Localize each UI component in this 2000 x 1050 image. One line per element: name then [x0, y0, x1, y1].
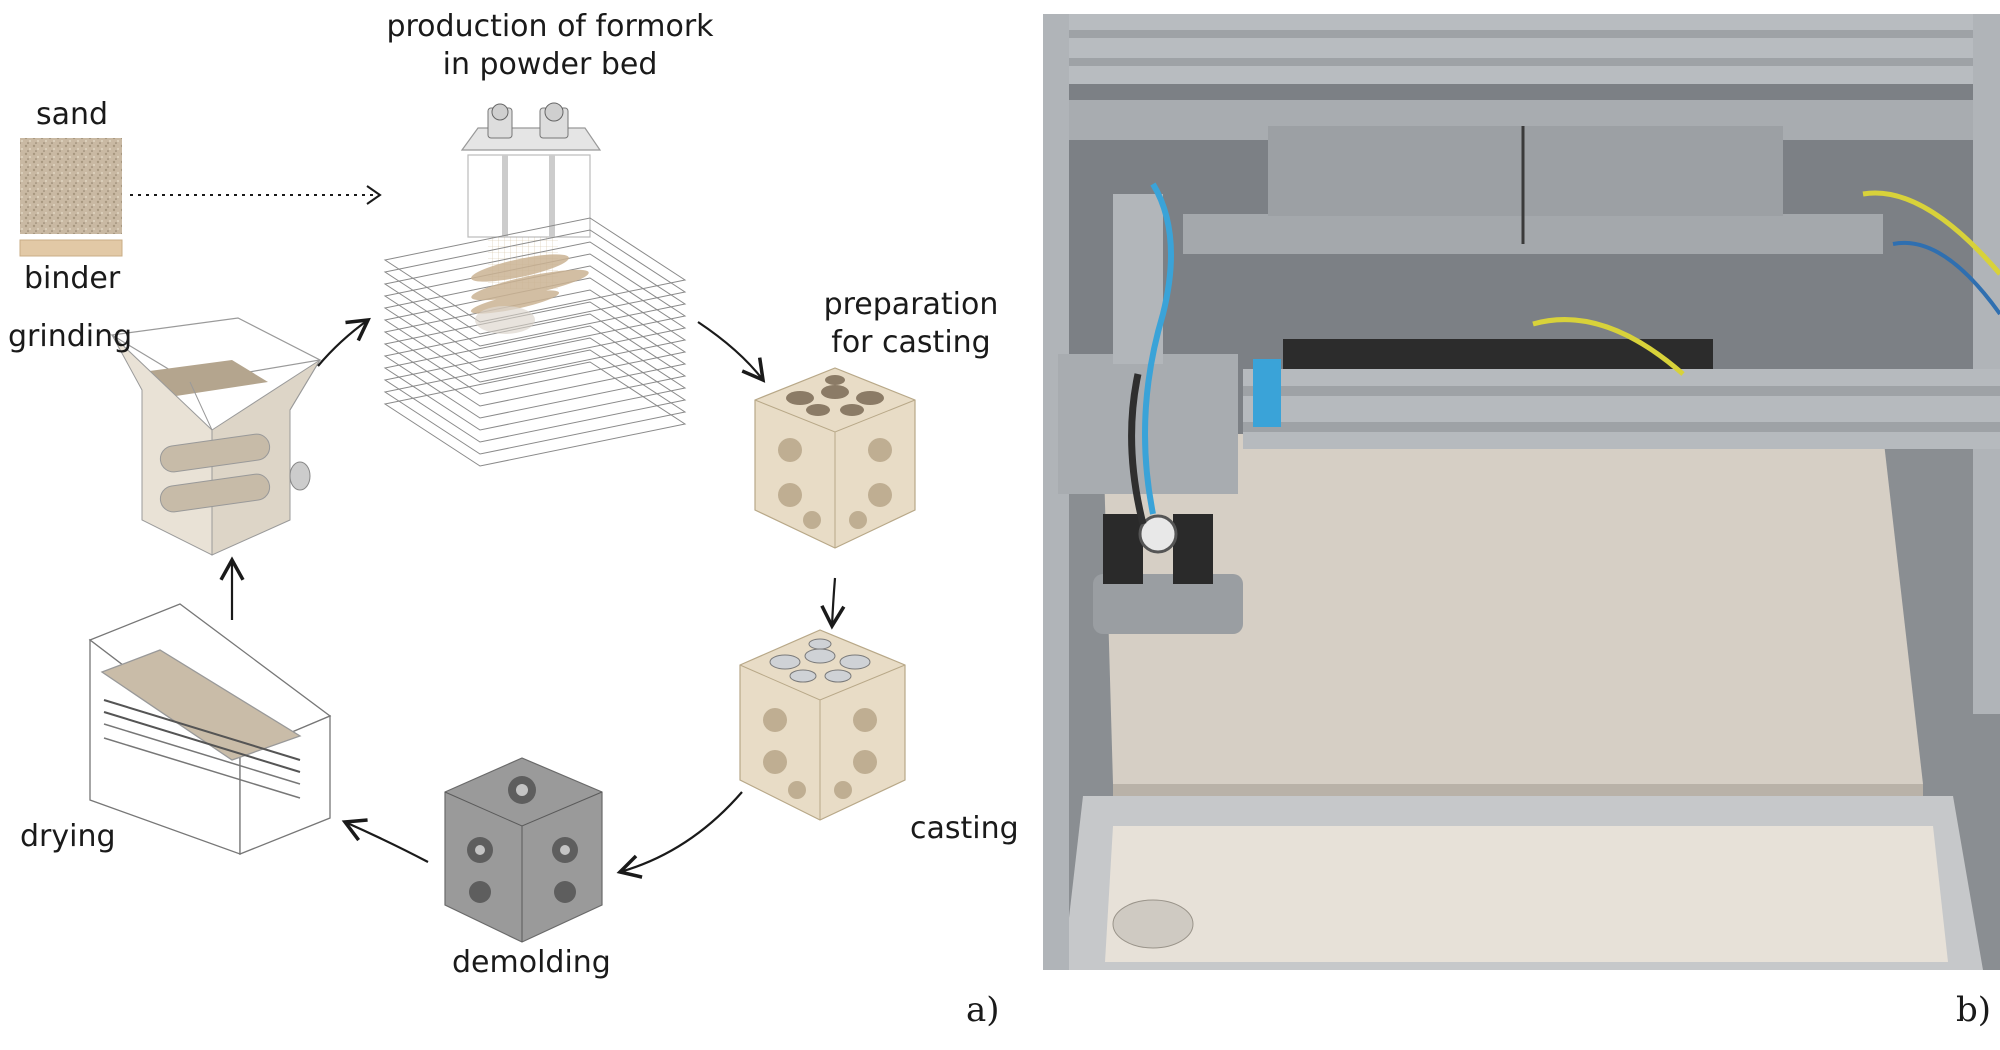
- printer-photo: [1043, 14, 2000, 970]
- gantry-beam: [1243, 369, 2000, 449]
- arrow-to-drying: [341, 818, 429, 863]
- demolded-cube: [444, 757, 603, 943]
- sand-swatch: [20, 138, 122, 234]
- cable-chain: [1283, 339, 1713, 369]
- label-sand: sand: [36, 97, 109, 132]
- top-frame: [1043, 14, 2000, 84]
- label-grinding: grinding: [8, 319, 133, 354]
- label-drying: drying: [20, 819, 116, 854]
- panel-letter-a: a): [966, 990, 1000, 1030]
- blue-cable: [1142, 182, 1174, 515]
- title-production-line1: production of formork: [386, 9, 714, 44]
- arrow-to-print: [317, 317, 371, 367]
- yellow-cable: [1532, 317, 1685, 376]
- binder-swatch: [19, 239, 123, 257]
- print-head: [1093, 574, 1243, 634]
- grinding-machine: [110, 317, 322, 556]
- cycle-arrows: [219, 317, 846, 879]
- arrow-to-demolding: [616, 791, 743, 879]
- label-preparation-line2: for casting: [831, 325, 991, 360]
- label-binder: binder: [24, 261, 121, 296]
- drying-oven: [88, 603, 332, 855]
- process-diagram: [19, 102, 916, 943]
- label-demolding: demolding: [452, 945, 611, 980]
- label-preparation-line1: preparation: [823, 287, 999, 322]
- label-casting: casting: [910, 811, 1019, 846]
- arrow-to-casting: [820, 577, 846, 630]
- powder-bed: [1103, 434, 1923, 784]
- panel-letter-b: b): [1956, 990, 1992, 1030]
- formwork-cube-preparation: [754, 367, 916, 549]
- formwork-cube-casting: [739, 629, 906, 821]
- arrow-to-preparation: [697, 321, 766, 383]
- title-production-line2: in powder bed: [442, 47, 658, 82]
- printed-formwork-slice: [470, 254, 589, 334]
